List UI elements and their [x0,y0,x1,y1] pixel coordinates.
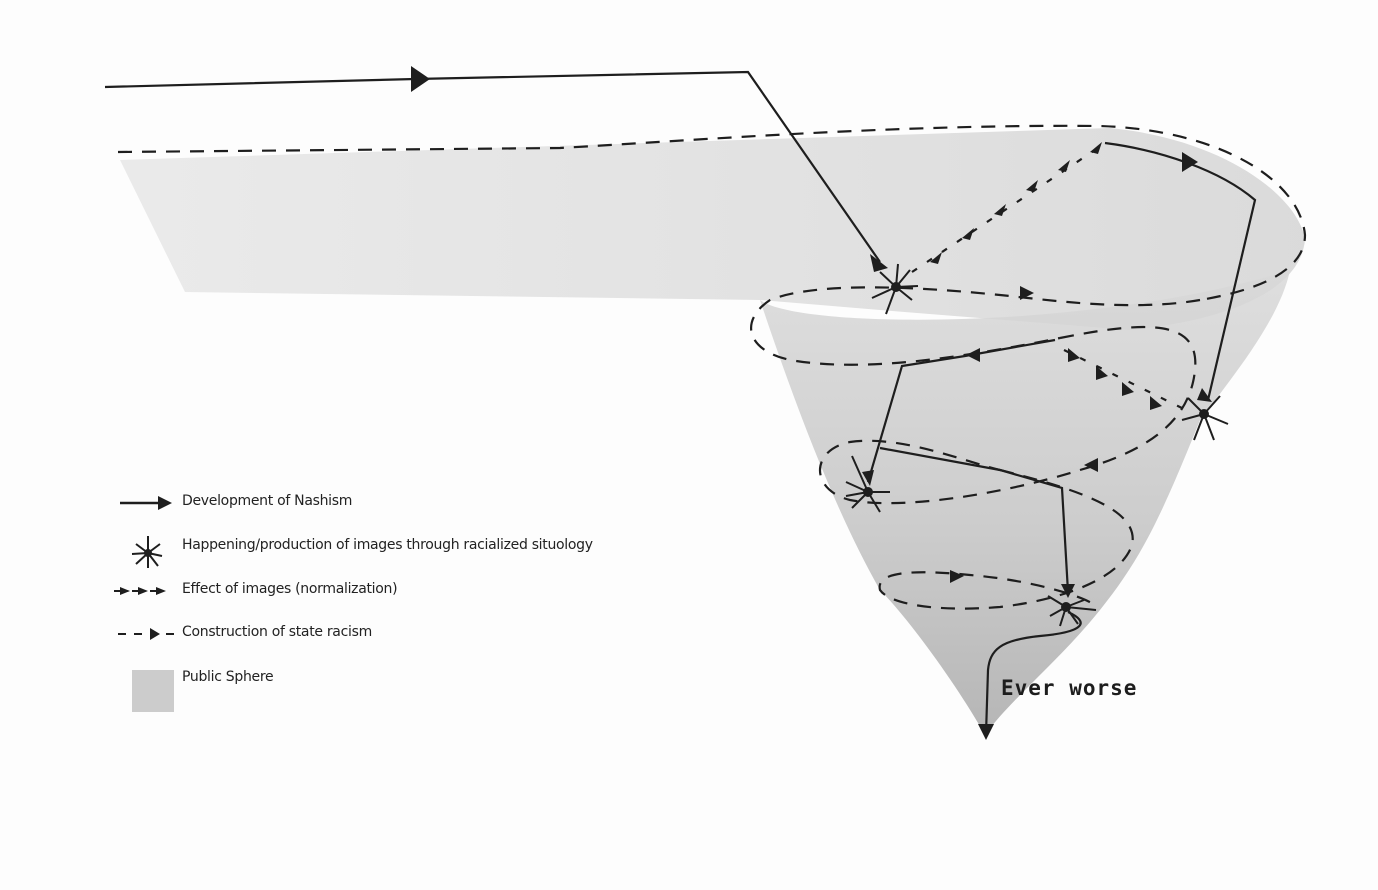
dotted-arrows-icon [114,587,166,595]
happening-burst-4 [1047,595,1097,627]
solid-arrow-icon [120,496,172,510]
grey-swatch-icon [132,670,174,712]
legend-row-construction: Construction of state racism [114,619,674,649]
development-arrowheads [411,66,1212,740]
public-sphere-area [120,128,1305,735]
happening-burst-3 [845,455,890,513]
legend-row-development: Development of Nashism [114,488,674,518]
legend-label-effect: Effect of images (normalization) [182,581,398,597]
burst-icon [131,536,163,568]
legend-row-public-sphere: Public Sphere [114,664,674,714]
legend-row-happening: Happening/production of images through r… [114,532,674,568]
development-path [104,70,1257,735]
happening-burst-1 [871,263,919,315]
construction-dashed-lines [117,124,1307,610]
effect-dashes [911,143,1191,413]
ever-worse-label: Ever worse [1001,676,1138,700]
legend-label-construction: Construction of state racism [182,624,372,640]
dashed-arrow-icon [118,628,174,640]
happening-burst-2 [1181,395,1229,441]
legend-label-happening: Happening/production of images through r… [182,537,593,553]
effect-arrows [930,142,1162,410]
legend-row-effect: Effect of images (normalization) [114,576,674,606]
legend-label-public-sphere: Public Sphere [182,669,274,685]
legend-label-development: Development of Nashism [182,493,353,509]
